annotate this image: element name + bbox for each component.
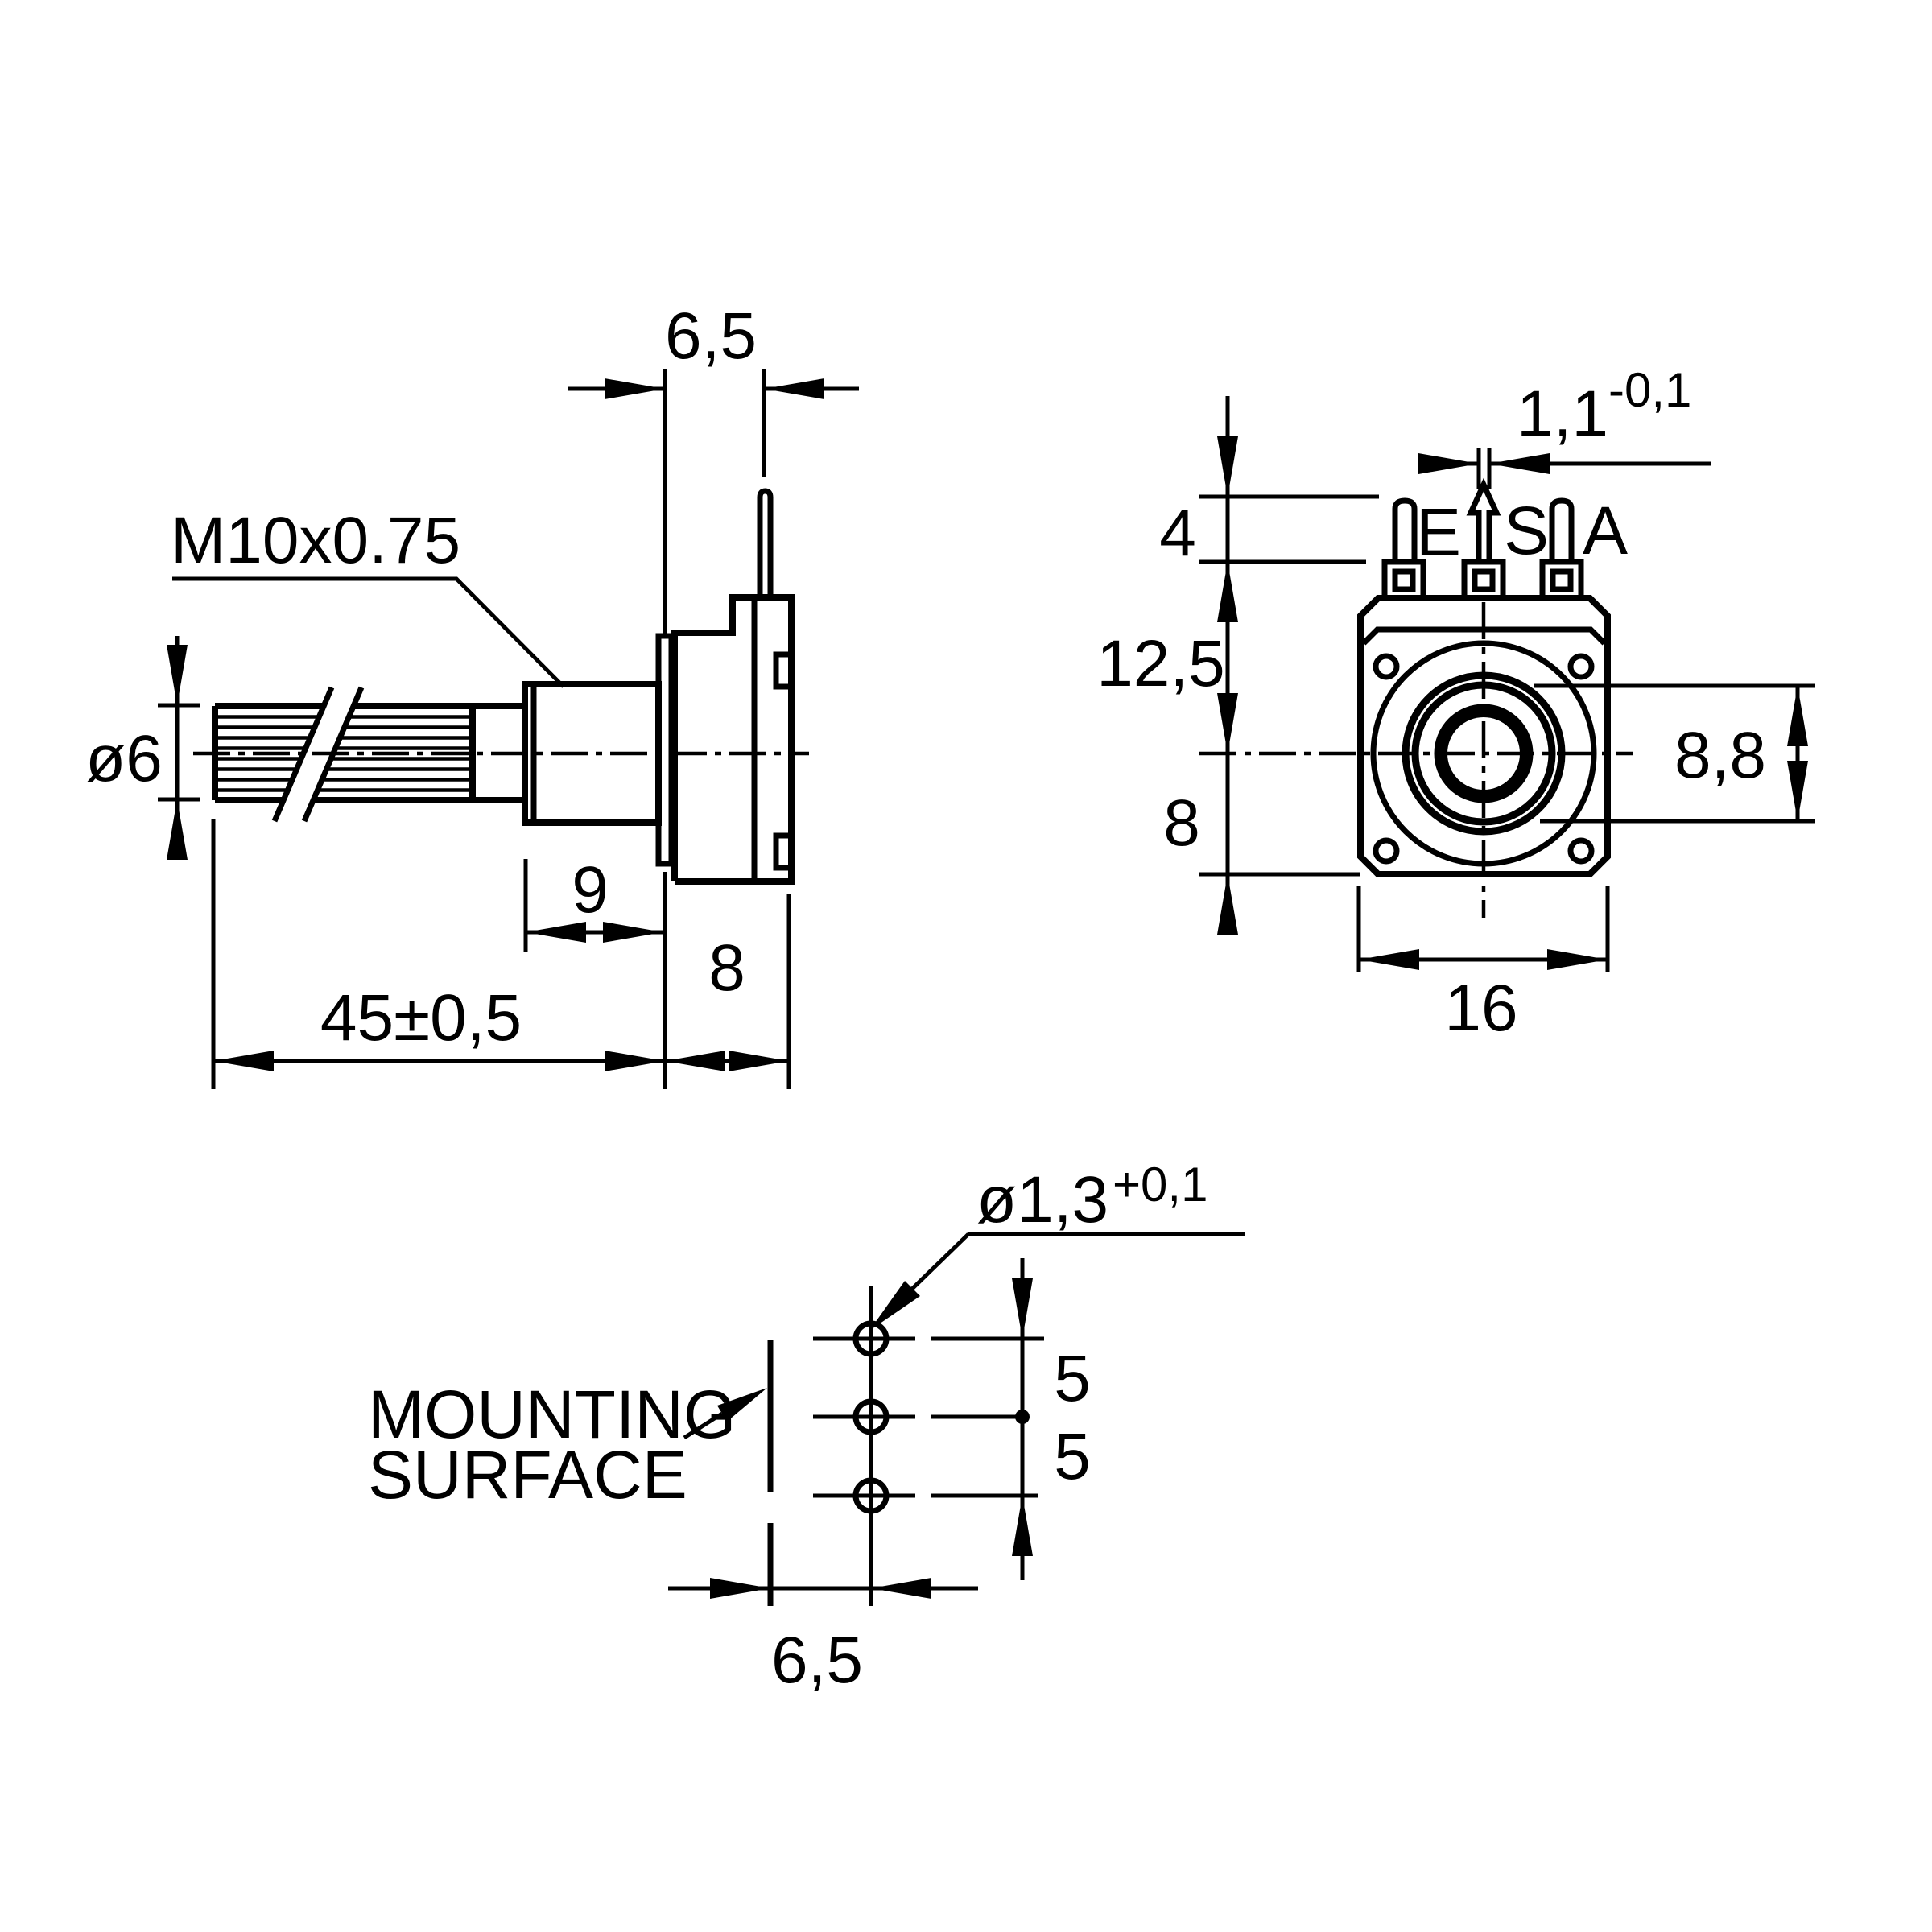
- side-view-dimensions: 6,5 M10x0.75 ø6 9 45±0,5 8: [85, 299, 859, 1089]
- dim-pin-pitch-top-label: 5: [1054, 1342, 1091, 1415]
- mount-hole-top-left: [1373, 653, 1400, 680]
- front-view-dimensions: 1,1 -0,1 4 12,5 8 8,8 16: [1096, 363, 1815, 1045]
- pin-s: [1466, 477, 1501, 562]
- mounting-label-line1: MOUNTING: [368, 1377, 736, 1452]
- pin-s-base: [1461, 559, 1506, 601]
- dim-hole-diameter-tolerance-label: +0,1: [1113, 1158, 1208, 1212]
- mount-hole-top-right: [1567, 653, 1595, 680]
- thread-label: M10x0.75: [171, 504, 460, 577]
- dim-pin-offset-label: 6,5: [665, 299, 757, 373]
- pin-hole-crosslines: [813, 1336, 915, 1498]
- dim-across-flats-label: 8,8: [1674, 719, 1766, 792]
- pin-a-base: [1539, 559, 1584, 601]
- mount-hole-bottom-left: [1373, 837, 1400, 865]
- pin-e-base: [1381, 559, 1426, 601]
- pin-a-hole: [1550, 568, 1574, 592]
- dim-bushing-length-label: 9: [572, 853, 609, 927]
- pin-e: [1392, 497, 1418, 562]
- dim-shaft-length-label: 45±0,5: [320, 981, 522, 1055]
- dim-pin-pitch-bottom-label: 5: [1054, 1420, 1091, 1493]
- dim-pin-height-label: 4: [1159, 497, 1196, 570]
- pin-label-a: A: [1583, 493, 1628, 568]
- dim-hole-diameter-label: ø1,3: [976, 1163, 1108, 1236]
- dim-pin-width-label: 1,1: [1517, 378, 1608, 451]
- body-front-outline: [1357, 595, 1611, 877]
- dim-top-to-center-label: 12,5: [1096, 627, 1225, 700]
- dim-surface-to-pins-label: 6,5: [771, 1624, 863, 1697]
- chain-node-dot: [1015, 1410, 1030, 1424]
- front-view: E S A: [1199, 477, 1633, 918]
- mounting-label-line2: SURFACE: [368, 1437, 687, 1513]
- pin-a: [1549, 497, 1575, 562]
- body-notch-bottom: [773, 832, 795, 871]
- pin-e-hole: [1392, 568, 1416, 592]
- dim-shaft-diameter-label: ø6: [85, 722, 163, 795]
- side-view: [193, 488, 809, 885]
- bottom-view: 5 5 6,5 ø1,3 +0,1 MOUNTING SURFACE: [368, 1158, 1245, 1697]
- washer: [655, 633, 675, 867]
- dim-pin-width-tolerance-label: -0,1: [1608, 363, 1691, 417]
- pin-s-hole: [1472, 568, 1496, 592]
- pin-label-e: E: [1416, 494, 1461, 570]
- dim-body-width-label: 16: [1444, 972, 1517, 1045]
- mount-hole-bottom-right: [1567, 837, 1595, 865]
- side-terminal-pin: [757, 488, 774, 597]
- shaft-outline: [212, 703, 525, 803]
- dim-center-to-bottom-label: 8: [1163, 786, 1200, 860]
- body-notch-top: [773, 651, 795, 690]
- dim-body-depth-label: 8: [708, 931, 745, 1005]
- pin-label-s: S: [1504, 493, 1549, 568]
